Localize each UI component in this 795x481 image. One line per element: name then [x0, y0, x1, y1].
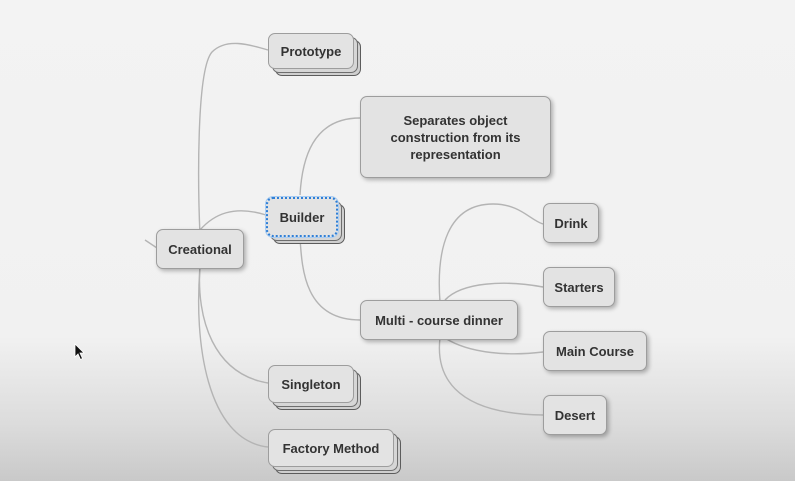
link-creational-factory-method	[197, 267, 269, 448]
node-label: Desert	[554, 407, 596, 423]
node-multi-course-dinner[interactable]: Multi - course dinner	[360, 300, 518, 340]
link-builder-dinner	[299, 237, 361, 321]
node-label: Factory Method	[282, 440, 380, 456]
node-starters[interactable]: Starters	[543, 267, 615, 307]
link-creational-prototype	[197, 42, 269, 236]
node-builder[interactable]: Builder	[266, 197, 338, 237]
link-creational-stub	[144, 239, 158, 249]
link-dinner-desert	[438, 337, 544, 416]
node-label: Starters	[554, 279, 604, 295]
node-label: Drink	[554, 215, 588, 231]
node-label: Singleton	[281, 376, 341, 392]
node-main-course[interactable]: Main Course	[543, 331, 647, 371]
mouse-pointer-icon	[74, 343, 85, 361]
node-label: Creational	[168, 241, 232, 257]
node-prototype[interactable]: Prototype	[268, 33, 354, 69]
node-label: Separates object construction from its r…	[390, 112, 521, 162]
node-label: Builder	[279, 209, 325, 225]
link-dinner-main-course	[444, 337, 544, 355]
link-creational-builder	[199, 210, 267, 231]
link-builder-description	[299, 117, 361, 196]
node-builder-description[interactable]: Separates object construction from its r…	[360, 96, 551, 178]
node-label: Prototype	[280, 43, 342, 59]
node-creational[interactable]: Creational	[156, 229, 244, 269]
node-label: Main Course	[555, 343, 634, 359]
node-singleton[interactable]: Singleton	[268, 365, 354, 403]
node-desert[interactable]: Desert	[543, 395, 607, 435]
link-creational-singleton	[198, 264, 269, 384]
link-dinner-starters	[444, 282, 544, 301]
node-factory-method[interactable]: Factory Method	[268, 429, 394, 467]
link-dinner-drink	[438, 203, 544, 303]
node-drink[interactable]: Drink	[543, 203, 599, 243]
node-label: Multi - course dinner	[375, 312, 503, 328]
